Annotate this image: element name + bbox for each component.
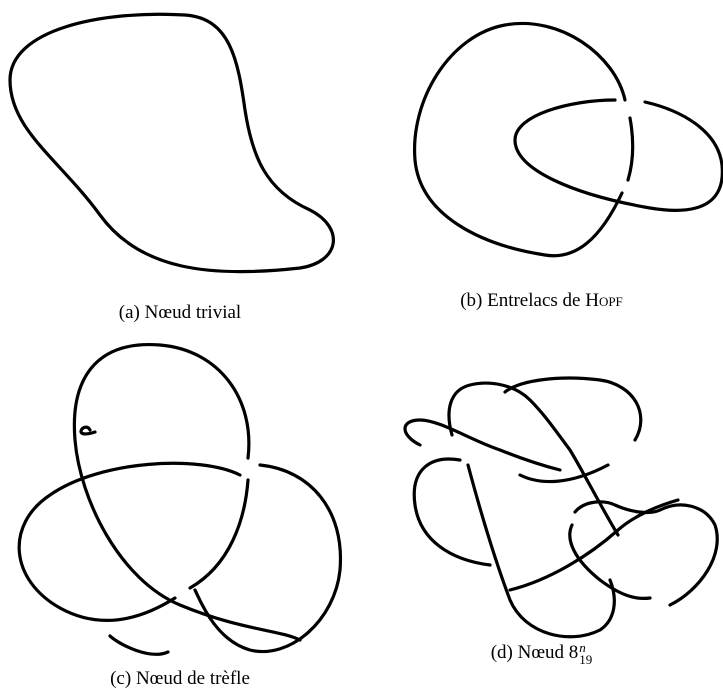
unknot-curve [10, 14, 333, 271]
trefoil-diagram [0, 340, 360, 698]
knot-d-strand-3 [520, 465, 608, 482]
unknot-diagram [0, 0, 360, 330]
knot-subscript: 19 [579, 654, 592, 666]
hopf-component-2 [515, 100, 722, 210]
knot-d-strand-4 [414, 459, 490, 565]
trefoil-strand-3 [81, 427, 95, 434]
knot-d-strand-1 [449, 383, 618, 535]
knot-number: 8 [569, 642, 579, 663]
knot-d-strand-10 [660, 505, 717, 605]
knot-d-strand-2 [505, 378, 641, 440]
trefoil-strand-5 [195, 465, 340, 652]
hopf-name: Hopf [585, 290, 623, 311]
trefoil-strand-4 [190, 480, 248, 588]
trefoil-strand-1 [74, 345, 300, 640]
caption-a: (a) Nœud trivial [0, 302, 360, 324]
figure-a: (a) Nœud trivial [0, 0, 360, 330]
trefoil-strand-2 [19, 463, 240, 620]
trefoil-strand-6 [110, 636, 168, 654]
caption-c: (c) Nœud de trèfle [0, 668, 360, 690]
caption-b: (b) Entrelacs de Hopf [360, 290, 723, 312]
hopf-link-diagram [360, 0, 723, 330]
figure-b: (b) Entrelacs de Hopf [360, 0, 723, 330]
hopf-component-1 [415, 23, 625, 255]
hopf-component-1-under [628, 118, 633, 180]
figure-c: (c) Nœud de trèfle [0, 340, 360, 698]
knot-d-strand-5 [405, 420, 560, 470]
